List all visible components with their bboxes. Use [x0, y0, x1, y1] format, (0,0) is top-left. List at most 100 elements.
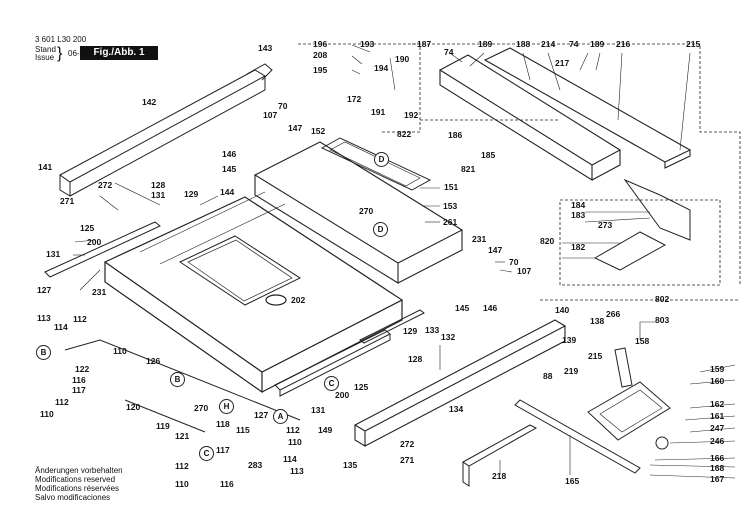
part-label: 112: [175, 461, 189, 471]
part-label: 822: [397, 129, 412, 139]
part-label: 127: [254, 410, 269, 420]
part-label: 162: [710, 399, 725, 409]
part-label: 143: [258, 43, 273, 53]
footer-line: Änderungen vorbehalten: [35, 466, 123, 475]
left-extension-rail: [59, 63, 273, 197]
part-label: 272: [400, 439, 415, 449]
part-label: 184: [571, 200, 586, 210]
part-label: 271: [400, 455, 415, 465]
part-label: 270: [194, 403, 209, 413]
part-label: 114: [54, 322, 68, 332]
part-label: 135: [343, 460, 358, 470]
part-label: 129: [403, 326, 418, 336]
callout-letter: B: [36, 345, 51, 360]
part-label: 188: [516, 39, 531, 49]
part-label: 246: [710, 436, 725, 446]
part-label: 128: [408, 354, 423, 364]
footer-line: Modifications reserved: [35, 475, 116, 484]
part-label: 145: [455, 303, 470, 313]
part-label: 134: [449, 404, 464, 414]
part-label: 152: [311, 126, 326, 136]
part-label: 214: [541, 39, 556, 49]
part-label: 200: [87, 237, 102, 247]
part-label: 261: [443, 217, 458, 227]
part-label: 218: [492, 471, 507, 481]
part-label: 216: [616, 39, 631, 49]
part-label: 131: [311, 405, 326, 415]
part-label: 131: [46, 249, 61, 259]
part-label: 147: [288, 123, 303, 133]
part-label: 187: [417, 39, 432, 49]
part-label: 820: [540, 236, 555, 246]
part-label: 121: [175, 431, 190, 441]
part-label: 202: [291, 295, 306, 305]
part-label: 186: [448, 130, 463, 140]
insert-plate: [320, 137, 432, 191]
part-label: 116: [72, 375, 86, 385]
footer-line: Salvo modificaciones: [35, 493, 111, 502]
part-label: 247: [710, 423, 725, 433]
part-label: 266: [606, 309, 621, 319]
part-label: 125: [354, 382, 369, 392]
part-label: 803: [655, 315, 670, 325]
part-label: 112: [286, 425, 300, 435]
part-label: 113: [290, 466, 304, 476]
fence-assembly-frame: [298, 43, 741, 301]
part-label: 271: [60, 196, 75, 206]
part-label: 110: [40, 409, 54, 419]
part-label: 215: [588, 351, 603, 361]
part-label: 270: [359, 206, 374, 216]
part-label: 120: [126, 402, 141, 412]
part-label: 88: [543, 371, 553, 381]
part-label: 107: [263, 110, 278, 120]
part-label: 138: [590, 316, 605, 326]
part-label: 144: [220, 187, 235, 197]
front-rails: [44, 221, 425, 433]
part-label: 185: [481, 150, 496, 160]
part-label: 195: [313, 65, 328, 75]
part-label: 231: [472, 234, 487, 244]
fence-head: [593, 178, 691, 271]
part-label: 70: [509, 257, 519, 267]
part-label: 140: [555, 305, 570, 315]
part-label: 192: [404, 110, 419, 120]
part-label: 167: [710, 474, 725, 484]
part-label: 112: [55, 397, 69, 407]
part-label: 125: [80, 223, 95, 233]
part-label: 74: [569, 39, 579, 49]
part-label: 127: [37, 285, 52, 295]
part-label: 146: [222, 149, 237, 159]
part-label: 189: [590, 39, 605, 49]
part-label: 149: [318, 425, 333, 435]
part-label: 159: [710, 364, 725, 374]
part-label: 191: [371, 107, 386, 117]
leader-lines: [73, 44, 736, 479]
part-label: 183: [571, 210, 586, 220]
part-label: 114: [283, 454, 297, 464]
part-label: 208: [313, 50, 328, 60]
part-label: 151: [444, 182, 459, 192]
part-label: 193: [360, 39, 375, 49]
bracket-glyph: }: [57, 45, 63, 62]
part-label: 272: [98, 180, 113, 190]
part-label: 200: [335, 390, 350, 400]
part-label: 110: [113, 346, 127, 356]
part-label: 119: [156, 421, 170, 431]
part-label: 168: [710, 463, 725, 473]
part-label: 132: [441, 332, 456, 342]
callout-letter: A: [273, 409, 288, 424]
part-label: 116: [220, 479, 234, 489]
part-label: 166: [710, 453, 725, 463]
footer-notes: Änderungen vorbehalten Modifications res…: [35, 466, 123, 502]
part-label: 74: [444, 47, 454, 57]
part-label: 182: [571, 242, 586, 252]
part-label: 158: [635, 336, 650, 346]
footer-line: Modifications réservées: [35, 484, 120, 493]
part-label: 160: [710, 376, 725, 386]
stand-label: Stand: [35, 45, 56, 54]
rear-table-section: [253, 141, 464, 284]
part-label: 118: [216, 419, 230, 429]
part-label: 133: [425, 325, 440, 335]
part-label: 196: [313, 39, 328, 49]
